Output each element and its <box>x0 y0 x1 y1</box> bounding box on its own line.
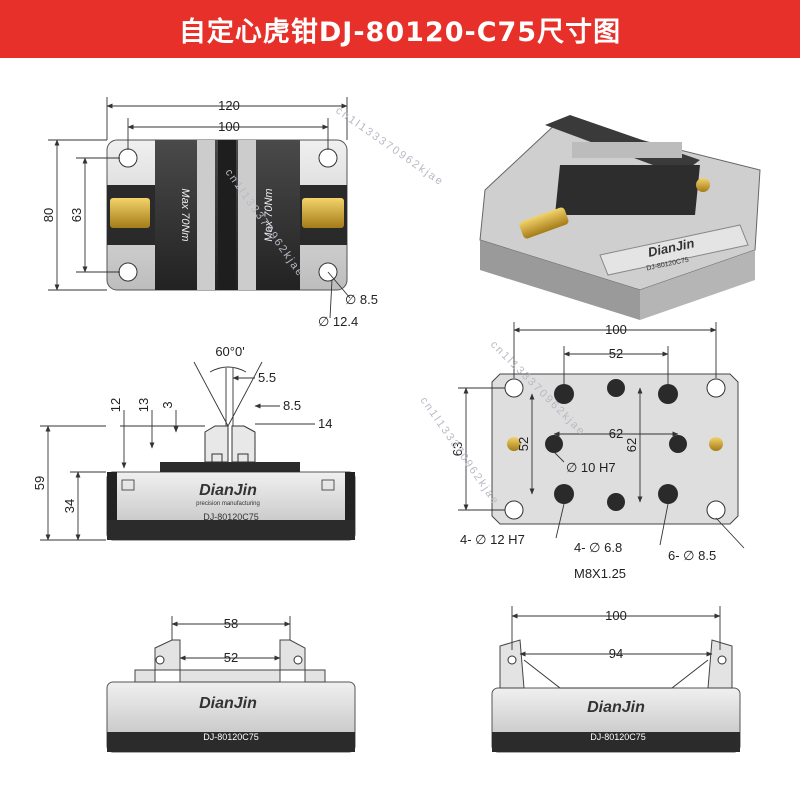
side-left-model: DJ-80120C75 <box>203 732 259 742</box>
dim-34: 34 <box>62 499 77 513</box>
brass-screw <box>519 207 569 239</box>
dim-13: 13 <box>136 398 151 412</box>
side-left-brand: DianJin <box>199 695 257 712</box>
dim-63: 63 <box>450 442 465 456</box>
hole-12-h7 <box>554 484 574 504</box>
hole-12-h7 <box>554 384 574 404</box>
side-right-model: DJ-80120C75 <box>590 732 646 742</box>
dim-100: 100 <box>605 608 627 623</box>
watermark: cn1l133370962kjae <box>418 395 502 508</box>
side-view-left: DianJin DJ-80120C75 58 52 <box>106 616 356 753</box>
note-holes-12: 4- ∅ 12 H7 <box>460 532 525 547</box>
mount-hole <box>318 148 338 168</box>
front-brand: DianJin <box>199 482 257 499</box>
dim-62v: 62 <box>624 438 639 452</box>
title-banner: 自定心虎钳DJ-80120-C75尺寸图 <box>0 0 800 58</box>
front-model: DJ-80120C75 <box>203 512 259 522</box>
bottom-view: 100 52 62 63 52 62 ∅ 10 H7 4- ∅ 12 H7 4-… <box>450 322 745 581</box>
brass-screw-right <box>302 198 344 228</box>
iso-view: DianJin DJ-80120C75 <box>479 115 761 320</box>
jaw-torque-label: Max 70Nm <box>179 188 191 241</box>
note-thread: M8X1.25 <box>574 566 626 581</box>
watermark: cn1l133370962kjae <box>333 105 446 189</box>
mount-hole <box>118 262 138 282</box>
dim-100: 100 <box>218 119 240 134</box>
dim-angle: 60°0' <box>215 344 244 359</box>
dim-12: 12 <box>108 398 123 412</box>
dim-52h: 52 <box>609 346 623 361</box>
dim-3: 3 <box>160 401 175 408</box>
dim-5-5: 5.5 <box>258 370 276 385</box>
jaw-torque-label: Max 70Nm <box>263 188 275 241</box>
note-holes-6-8: 4- ∅ 6.8 <box>574 540 622 555</box>
dim-52: 52 <box>224 650 238 665</box>
dim-59: 59 <box>32 476 47 490</box>
pin-hole-callout: ∅ 10 H7 <box>566 460 616 475</box>
top-view: Max 70Nm Max 70Nm 120 100 80 63 ∅ 8.5 ∅ … <box>41 97 378 329</box>
side-view-right: DianJin DJ-80120C75 100 94 <box>491 606 741 753</box>
brass-screw-left <box>110 198 150 228</box>
hole-12-h7 <box>658 484 678 504</box>
dim-94: 94 <box>609 646 623 661</box>
hole-large-callout: ∅ 12.4 <box>318 314 358 329</box>
front-view: DianJin precision manufacturing DJ-80120… <box>32 344 356 541</box>
note-holes-8-5: 6- ∅ 8.5 <box>668 548 716 563</box>
dim-80: 80 <box>41 208 56 222</box>
front-brand-sub: precision manufacturing <box>196 501 260 507</box>
dim-8-5: 8.5 <box>283 398 301 413</box>
page-title: 自定心虎钳DJ-80120-C75尺寸图 <box>178 16 622 48</box>
side-right-brand: DianJin <box>587 699 645 716</box>
mount-hole <box>118 148 138 168</box>
dim-52v: 52 <box>516 437 531 451</box>
dim-14: 14 <box>318 416 332 431</box>
dim-120: 120 <box>218 98 240 113</box>
dim-100: 100 <box>605 322 627 337</box>
hole-12-h7 <box>658 384 678 404</box>
hole-small-callout: ∅ 8.5 <box>345 292 378 307</box>
dim-63: 63 <box>69 208 84 222</box>
dim-62h: 62 <box>609 426 623 441</box>
dim-58: 58 <box>224 616 238 631</box>
